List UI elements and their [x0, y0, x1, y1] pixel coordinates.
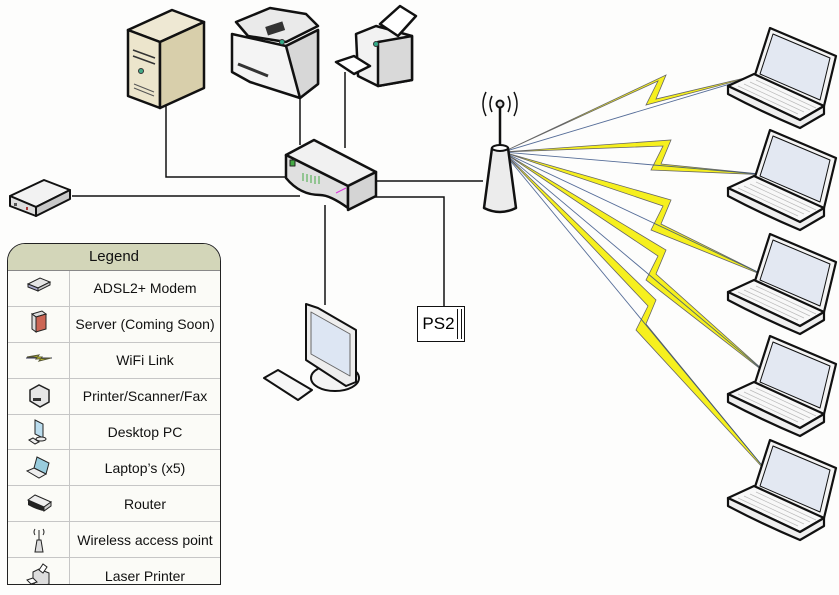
- laser-printer-icon: [8, 558, 70, 584]
- router-icon: [8, 486, 70, 522]
- wire-router-ps2: [362, 196, 445, 306]
- laptop-5: [726, 438, 838, 542]
- laptop-4: [726, 334, 838, 438]
- legend-row: Laser Printer: [8, 558, 220, 584]
- legend-label: Printer/Scanner/Fax: [82, 388, 208, 405]
- legend-row: Laptop’s (x5): [8, 450, 220, 487]
- legend-label: Router: [123, 495, 167, 512]
- server-device: [126, 8, 206, 110]
- laser-printer-device: [334, 4, 418, 88]
- legend-row: Router: [8, 486, 220, 523]
- server-icon: [8, 306, 70, 342]
- wifi-link: [502, 151, 775, 481]
- laptop-3: [726, 232, 838, 336]
- legend-row: WiFi Link: [8, 342, 220, 379]
- laptop-2: [726, 128, 838, 232]
- desktop-pc-device: [263, 303, 360, 401]
- wireless-ap-icon: [8, 522, 70, 558]
- legend-label: Wireless access point: [77, 531, 213, 548]
- ps2-device: PS2: [417, 306, 465, 342]
- legend-row: ADSL2+ Modem: [8, 271, 220, 307]
- modem-icon: [8, 271, 70, 306]
- laptops: [726, 26, 838, 542]
- wifi-link-icon: [8, 342, 70, 378]
- legend-title: Legend: [8, 244, 220, 271]
- ps2-label: PS2: [422, 314, 455, 333]
- laptop-icon: [8, 450, 70, 486]
- wire-server-router: [165, 105, 301, 178]
- legend-label: WiFi Link: [116, 352, 174, 369]
- wireless-ap-device: [482, 91, 518, 214]
- legend-row: Printer/Scanner/Fax: [8, 378, 220, 415]
- printer-scanner-fax-icon: [8, 378, 70, 414]
- adsl-modem-device: [9, 179, 71, 217]
- wifi-links: [502, 71, 775, 481]
- legend-row: Desktop PC: [8, 414, 220, 451]
- legend-row: Wireless access point: [8, 522, 220, 559]
- legend-row: Server (Coming Soon): [8, 306, 220, 343]
- legend-label: ADSL2+ Modem: [93, 280, 197, 297]
- legend-label: Server (Coming Soon): [75, 316, 215, 333]
- laptop-1: [726, 26, 838, 130]
- legend-label: Laser Printer: [104, 567, 186, 584]
- router-device: [284, 138, 378, 212]
- legend-label: Laptop’s (x5): [104, 459, 186, 476]
- printer-scanner-fax-device: [230, 6, 320, 100]
- wifi-link: [502, 139, 771, 176]
- desktop-pc-icon: [8, 414, 70, 450]
- legend-label: Desktop PC: [107, 424, 183, 440]
